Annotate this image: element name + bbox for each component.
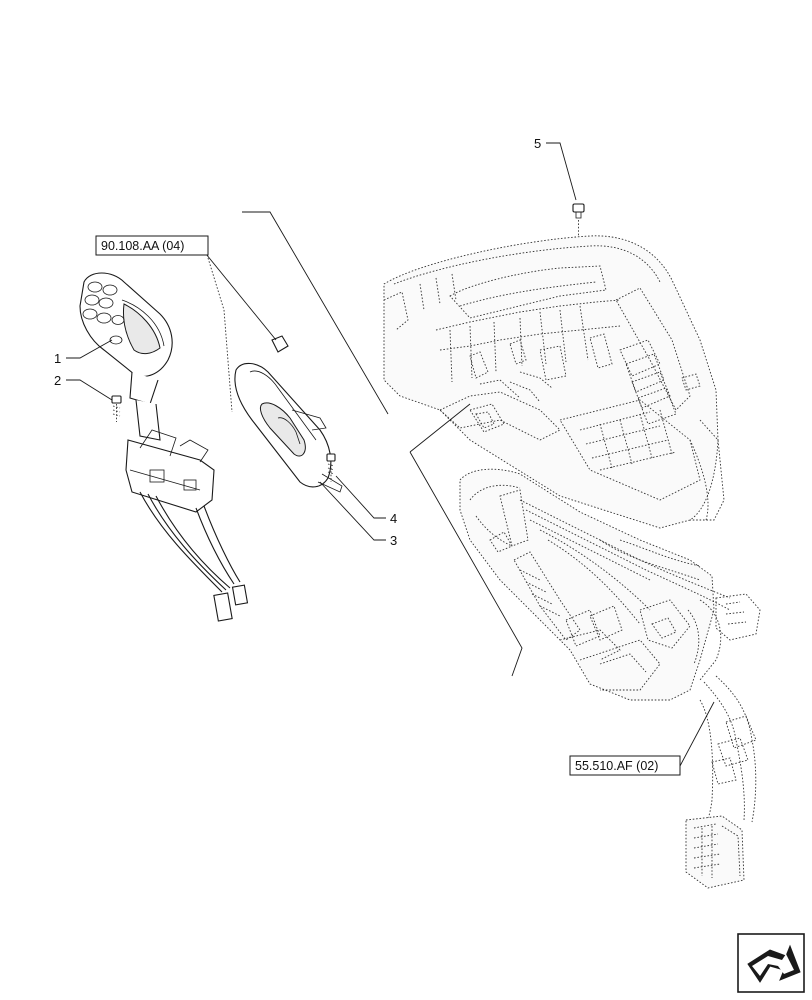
callout-labels: 1 2 3 4 5 (54, 136, 541, 548)
reference-label-top: 90.108.AA (04) (101, 239, 184, 253)
callout-2: 2 (54, 373, 61, 388)
next-page-arrow-icon[interactable] (737, 933, 805, 993)
joystick-buttons (82, 281, 125, 345)
callout-4: 4 (390, 511, 397, 526)
reference-box-top[interactable]: 90.108.AA (04) (95, 235, 209, 256)
reference-label-bottom: 55.510.AF (02) (575, 759, 658, 773)
cover-item-3 (234, 362, 343, 493)
console-assembly (383, 235, 761, 889)
screw-item-2 (111, 395, 122, 422)
joystick-assembly (79, 272, 249, 622)
leader-lines (66, 142, 715, 767)
screw-item-4 (326, 453, 336, 482)
callout-1: 1 (54, 351, 61, 366)
callout-3: 3 (390, 533, 397, 548)
reference-box-bottom[interactable]: 55.510.AF (02) (569, 755, 681, 776)
callout-5: 5 (534, 136, 541, 151)
